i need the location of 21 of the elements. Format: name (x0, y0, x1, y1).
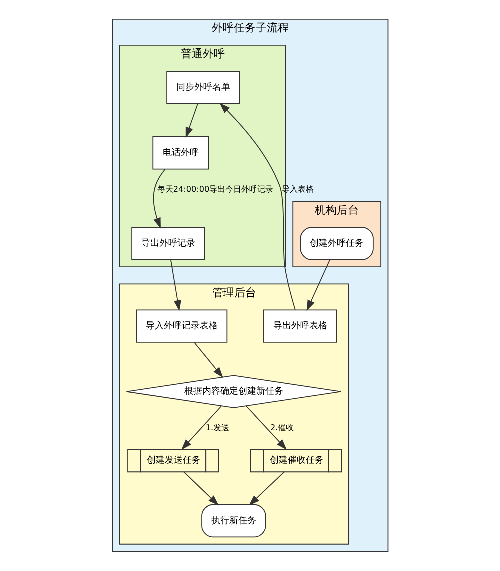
arrow (170, 260, 181, 312)
arrow (248, 471, 285, 506)
arrow (306, 260, 330, 312)
node-box: 导入外呼记录表格 (136, 310, 228, 343)
node-box: 执行新任务 (201, 504, 266, 538)
node-box: 电话外呼 (152, 136, 209, 170)
node-box: 导出外呼表格 (263, 310, 337, 343)
edge-label: 2.催收 (270, 424, 294, 433)
arrow (152, 168, 166, 229)
arrow (181, 406, 222, 450)
arrow (182, 471, 219, 506)
arrow (219, 103, 296, 310)
edge-label: 1.发送 (205, 424, 230, 433)
node-box: 导出外呼记录 (131, 227, 205, 260)
arrow (245, 406, 287, 450)
arrow (185, 104, 198, 138)
node-box: 创建外呼任务 (300, 227, 374, 260)
node-diamond: 根据内容确定创建新任务 (126, 375, 342, 408)
arrow (194, 342, 223, 378)
edge-label: 每天24:00:00导出今日外呼记录 (156, 184, 274, 194)
node-box: 同步外呼名单 (166, 71, 240, 104)
